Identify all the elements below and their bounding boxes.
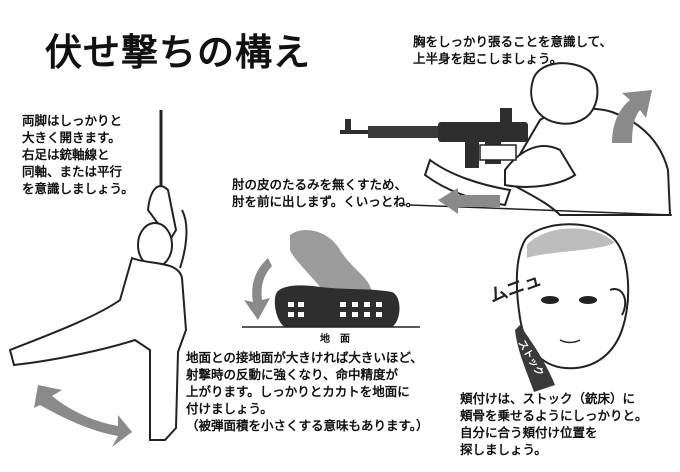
left-arrow-icon xyxy=(438,188,500,214)
boot-figure xyxy=(242,229,420,328)
cheek-note: 頬付けは、ストック（銃床）に 頬骨を乗せるようにしっかりと。 自分に合う頬付け位… xyxy=(460,391,648,457)
ground-note: 地面との接地面が大きければ大きいほど、 射撃時の反動に強くなり、命中精度が 上が… xyxy=(186,350,429,433)
rifle-icon xyxy=(340,108,528,168)
curved-up-arrow-icon xyxy=(612,90,652,143)
page-title: 伏せ撃ちの構え xyxy=(45,31,311,74)
ground-label: 地 面 xyxy=(320,334,350,345)
double-arrow-icon xyxy=(34,385,132,447)
elbow-note: 肘の皮のたるみを無くすため、 肘を前に出しまず。くいっとね。 xyxy=(232,177,419,209)
face-figure xyxy=(515,223,630,392)
legs-note: 両脚はしっかりと 大きく開きます。 右足は銃軸線と 同軸、または平行 を意識しま… xyxy=(22,113,134,196)
standing-figure xyxy=(8,110,188,441)
down-curved-arrow-icon xyxy=(244,258,272,320)
chest-note: 胸をしっかり張ることを意識して、 上半身を起こしましょう。 xyxy=(413,34,613,66)
